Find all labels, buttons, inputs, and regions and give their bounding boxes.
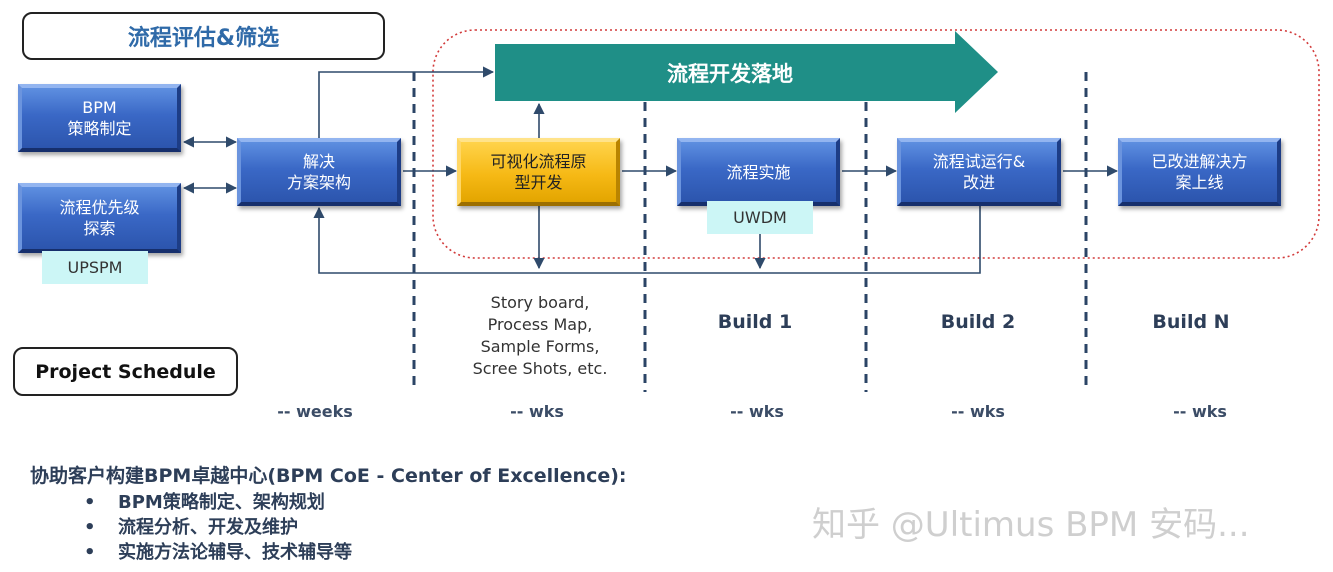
development-arrow-shape (495, 31, 998, 113)
solution-architecture-label: 解决 方案架构 (286, 152, 351, 192)
coe-list-item: • BPM策略制定、架构规划 (84, 488, 325, 514)
project-schedule-title-text: Project Schedule (35, 360, 216, 383)
duration-label: -- wks (951, 402, 1005, 421)
project-schedule-title: Project Schedule (13, 347, 238, 396)
coe-list-item-text: 实施方法论辅导、技术辅导等 (118, 542, 352, 563)
bullet-icon: • (84, 517, 96, 538)
process-implementation-label: 流程实施 (726, 162, 791, 182)
coe-list-item-text: 流程分析、开发及维护 (118, 517, 298, 538)
uwdm-tag: UWDM (707, 201, 813, 234)
prototype-development-label: 可视化流程原 型开发 (490, 152, 587, 192)
go-live-box: 已改进解决方 案上线 (1118, 138, 1281, 206)
bullet-icon: • (84, 542, 96, 563)
development-arrow-label: 流程开发落地 (667, 62, 793, 86)
process-priority-box: 流程优先级 探索 (18, 183, 181, 253)
process-priority-label: 流程优先级 探索 (59, 198, 140, 238)
connector-arrow (318, 66, 495, 138)
trial-run-box: 流程试运行& 改进 (897, 138, 1061, 206)
bpm-strategy-box: BPM 策略制定 (18, 84, 181, 152)
build-label: Build 2 (940, 311, 1016, 333)
process-implementation-box: 流程实施 (677, 138, 840, 206)
prototype-development-box: 可视化流程原 型开发 (457, 138, 620, 206)
build-label: Build 1 (717, 311, 793, 333)
feedback-loop-arrow (313, 206, 981, 274)
development-region (432, 29, 1320, 259)
prototype-deliverables: Story board, Process Map, Sample Forms, … (472, 293, 608, 378)
upspm-tag: UPSPM (42, 251, 148, 284)
process-evaluation-title-text: 流程评估&筛选 (127, 26, 280, 51)
duration-label: -- wks (730, 402, 784, 421)
go-live-label: 已改进解决方 案上线 (1151, 152, 1248, 192)
coe-list-item: • 流程分析、开发及维护 (84, 513, 298, 539)
coe-list-item: • 实施方法论辅导、技术辅导等 (84, 538, 352, 564)
bullet-icon: • (84, 492, 96, 513)
watermark: 知乎 @Ultimus BPM 安码... (812, 505, 1250, 545)
duration-label: -- weeks (277, 402, 353, 421)
coe-title: 协助客户构建BPM卓越中心(BPM CoE - Center of Excell… (30, 465, 627, 487)
solution-architecture-box: 解决 方案架构 (237, 138, 401, 206)
duration-label: -- wks (510, 402, 564, 421)
bpm-strategy-label: BPM 策略制定 (67, 98, 132, 138)
process-evaluation-title: 流程评估&筛选 (22, 12, 385, 60)
duration-label: -- wks (1173, 402, 1227, 421)
build-label: Build N (1152, 311, 1230, 333)
coe-list-item-text: BPM策略制定、架构规划 (118, 492, 325, 513)
trial-run-label: 流程试运行& 改进 (932, 152, 1026, 192)
